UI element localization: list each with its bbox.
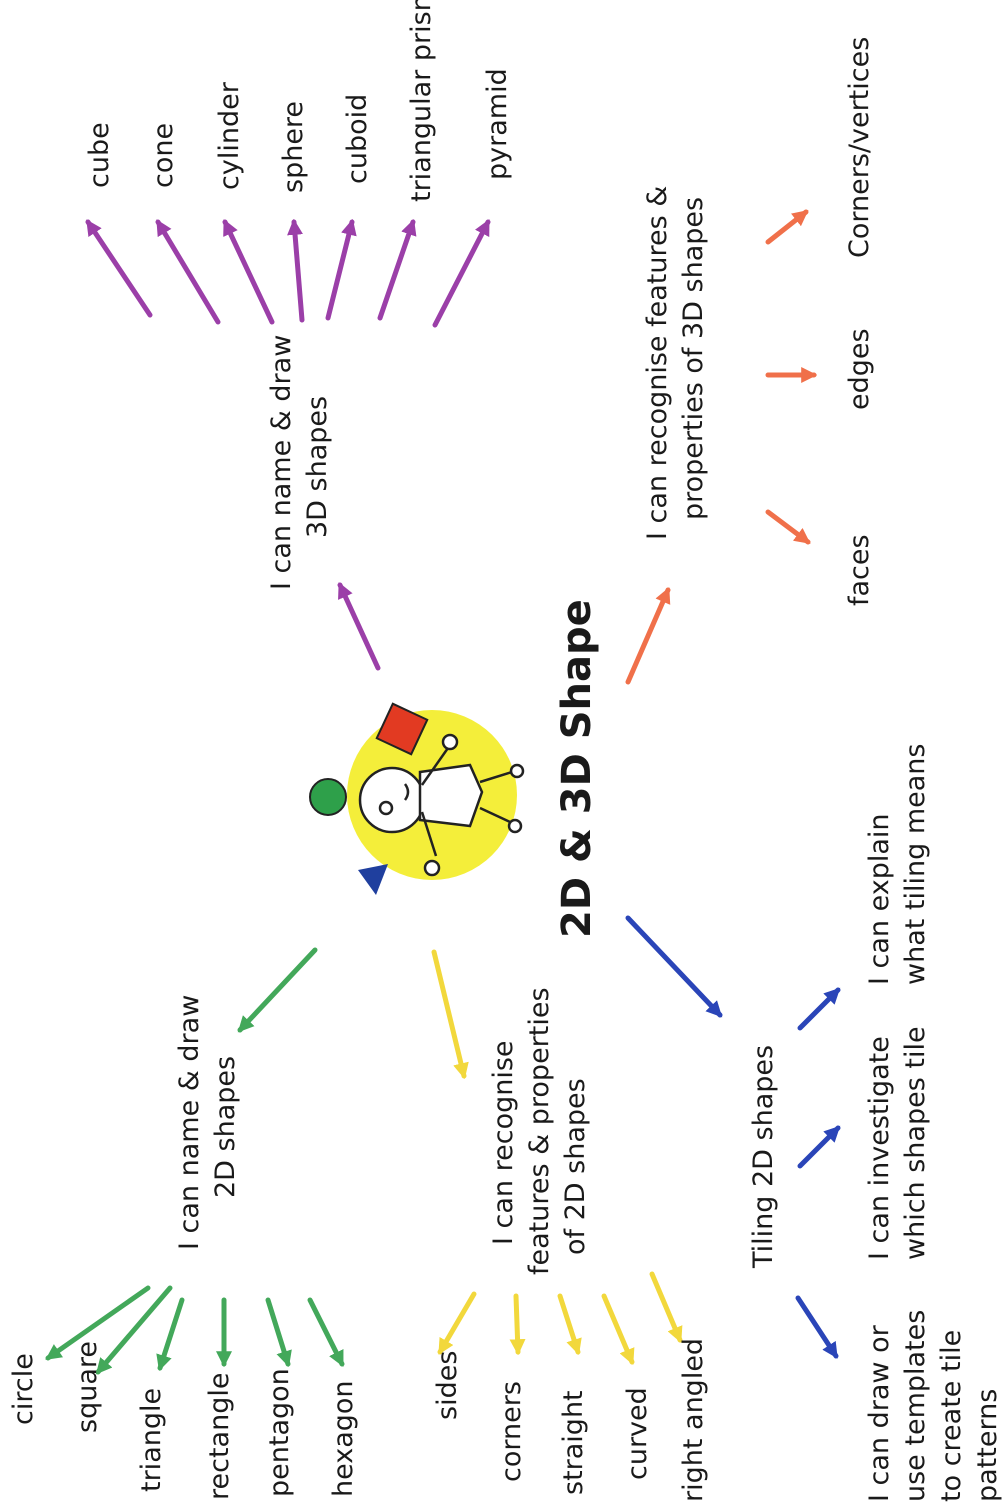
arrow-to-3d-names [337, 582, 381, 671]
heading-line: I can name & draw [174, 995, 205, 1250]
arrow-to-tiling [625, 915, 723, 1018]
label-cube: cube [84, 122, 115, 188]
arrow-pyramid [432, 219, 491, 328]
label-square: square [72, 1341, 103, 1433]
heading-line: 3D shapes [302, 396, 333, 538]
arrow-faces [765, 509, 811, 545]
label-pyramid: pyramid [482, 68, 513, 180]
label-pentagon: pentagon [264, 1368, 295, 1497]
arrow-right-angled [649, 1271, 683, 1343]
tiling-item-draw-templates: I can draw or use templates to create ti… [864, 1310, 1003, 1502]
tiling-line: I can explain [864, 813, 895, 985]
tiling-item-investigate: I can investigate which shapes tile [864, 1026, 931, 1260]
heading-line: I can recognise [488, 1040, 519, 1245]
arrow-straight [557, 1293, 582, 1356]
label-faces: faces [844, 534, 875, 606]
heading-line: of 2D shapes [560, 1078, 591, 1255]
arrow-to-3d-features [625, 587, 671, 685]
tiling-line: patterns [972, 1389, 1003, 1502]
label-right-angled: right angled [678, 1338, 709, 1502]
label-triangle: triangle [136, 1388, 167, 1492]
heading-name-2d: I can name & draw 2D shapes [174, 995, 241, 1250]
arrow-corners [765, 209, 809, 245]
arrow-tile-draw [795, 1295, 839, 1359]
arrow-cone [155, 219, 221, 325]
arrow-to-2d-names [237, 947, 318, 1033]
blue-triangle-shape [358, 864, 388, 895]
arrow-pentagon [265, 1297, 292, 1368]
label-circle: circle [8, 1353, 39, 1425]
label-sides: sides [432, 1351, 463, 1420]
label-rectangle: rectangle [204, 1373, 235, 1500]
heading-features-3d: I can recognise features & properties of… [642, 186, 709, 540]
arrow-sides [437, 1291, 477, 1355]
arrow-sphere [287, 218, 305, 323]
label-corners: corners [496, 1381, 527, 1482]
label-straight: straight [558, 1390, 589, 1495]
arrow-cylinder [222, 219, 275, 325]
tiling-line: what tiling means [900, 744, 931, 985]
arrow-hexagon [307, 1297, 345, 1367]
tiling-line: to create tile [936, 1330, 967, 1502]
arrow-triangle [156, 1297, 185, 1372]
label-curved: curved [622, 1387, 653, 1480]
label-cylinder: cylinder [214, 81, 245, 190]
diagram-title: 2D & 3D Shape [554, 599, 600, 938]
mascot-illustration [309, 702, 525, 895]
arrow-cube [85, 219, 153, 318]
label-hexagon: hexagon [328, 1380, 359, 1497]
arrow-circle [45, 1285, 151, 1361]
heading-tiling: Tiling 2D shapes [748, 1045, 779, 1269]
arrows-layer [45, 209, 841, 1375]
arrow-tile-explain [797, 987, 841, 1031]
arrow-tile-investigate [797, 1125, 841, 1169]
arrow-corners-2d [509, 1293, 526, 1356]
label-sphere: sphere [278, 101, 309, 193]
label-triangular-prism: triangular prism [406, 0, 437, 202]
heading-line: features & properties [524, 987, 555, 1275]
heading-line: I can name & draw [266, 335, 297, 590]
green-ball-shape [309, 778, 347, 816]
heading-line: 2D shapes [210, 1056, 241, 1198]
tiling-line: use templates [900, 1310, 931, 1502]
label-cone: cone [148, 123, 179, 188]
label-cuboid: cuboid [342, 94, 373, 184]
tiling-item-explain: I can explain what tiling means [864, 744, 931, 985]
tiling-line: I can investigate [864, 1036, 895, 1260]
heading-name-3d: I can name & draw 3D shapes [266, 335, 333, 590]
label-corners-vertices: Corners/vertices [844, 37, 875, 258]
arrow-to-2d-features [431, 949, 469, 1080]
label-edges: edges [844, 328, 875, 410]
heading-features-2d: I can recognise features & properties of… [488, 987, 591, 1275]
arrow-square [95, 1285, 173, 1375]
arrow-triangular-prism [377, 218, 417, 321]
heading-line: I can recognise features & [642, 186, 673, 540]
arrow-cuboid [325, 218, 357, 321]
arrow-curved [601, 1293, 635, 1365]
tiling-line: I can draw or [864, 1324, 895, 1502]
tiling-line: which shapes tile [900, 1026, 931, 1260]
child-figure [358, 733, 525, 877]
heading-line: properties of 3D shapes [678, 197, 709, 520]
red-square-shape [375, 702, 429, 756]
